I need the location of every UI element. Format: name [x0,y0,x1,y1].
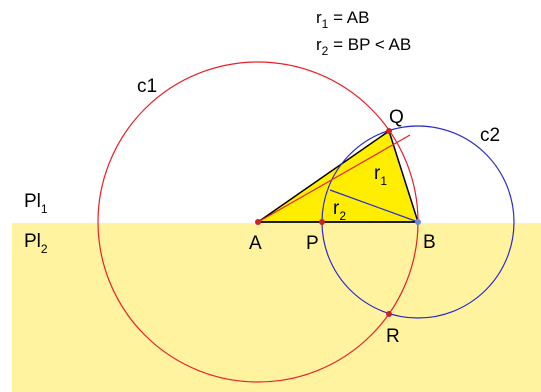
label-point-b: B [423,232,436,253]
label-point-a: A [249,233,262,254]
point-a-marker [255,219,261,225]
label-segment-r2: r2 [333,198,346,223]
radius-r2-line [329,189,419,223]
radius-r1-line [257,134,411,223]
point-r-marker [386,311,392,317]
label-segment-r1: r1 [374,163,387,188]
point-b-marker [415,219,421,225]
label-point-q: Q [389,107,404,128]
label-point-r: R [386,326,400,347]
label-c2: c2 [480,125,500,146]
label-point-p: P [306,233,319,254]
point-p-marker [319,219,325,225]
point-q-marker [386,128,392,134]
label-pl1: Pl1 [24,191,48,216]
legend-r2: r2 = BP < AB [316,35,411,58]
label-c1: c1 [137,76,157,97]
legend-r1: r1 = AB [316,8,369,31]
label-pl2: Pl2 [24,231,48,256]
